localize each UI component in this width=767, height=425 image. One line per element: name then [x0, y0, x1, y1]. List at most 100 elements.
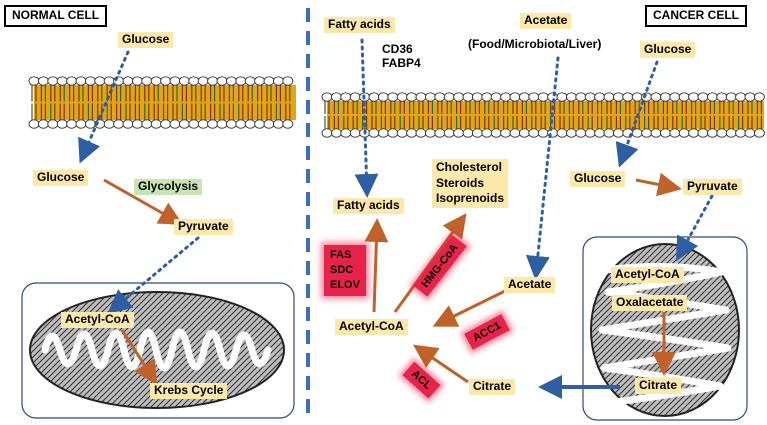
cancer-glucose-outside: Glucose [640, 42, 696, 58]
cancer-membrane-lipid-head [669, 92, 681, 102]
normal-membrane-lipid-head [169, 76, 181, 86]
normal-membrane-lipid-head [178, 76, 190, 86]
normal-membrane-lipid-head [178, 119, 190, 129]
normal-membrane-lipid-head [263, 76, 275, 86]
cancer-membrane-lipid-head [688, 92, 700, 102]
normal-membrane-lipid-head [66, 119, 78, 129]
cancer-membrane-lipid-head [622, 92, 634, 102]
glycolysis-label: Glycolysis [134, 179, 203, 195]
fatty-acids-outside: Fatty acids [324, 17, 395, 33]
normal-membrane-lipid-head [263, 119, 275, 129]
normal-acetyl-coa: Acetyl-CoA [61, 312, 134, 328]
normal-cell-title: NORMAL CELL [4, 5, 108, 27]
cancer-membrane-lipid-head [706, 128, 718, 138]
cancer-membrane-lipid-head [650, 128, 662, 138]
central-citrate: Citrate [469, 379, 516, 395]
cancer-membrane-lipid-head [706, 92, 718, 102]
normal-membrane-lipid-head [47, 76, 59, 86]
citrate-to-acetylcoa-arrow [413, 344, 469, 384]
normal-membrane-lipid-head [160, 119, 172, 129]
cancer-membrane-lipid-head [406, 92, 418, 102]
normal-membrane-lipid-head [141, 76, 153, 86]
krebs-cycle-label: Krebs Cycle [150, 383, 228, 399]
cancer-membrane-lipid-head [462, 92, 474, 102]
normal-membrane-lipid-head [216, 76, 228, 86]
cancer-membrane-lipid-head [612, 92, 624, 102]
cancer-membrane-lipid-head [453, 128, 465, 138]
cancer-membrane-lipid-head [415, 128, 427, 138]
cancer-membrane-lipid-head [377, 128, 389, 138]
cancer-cell-membrane [321, 92, 765, 138]
cancer-membrane-lipid-head [631, 92, 643, 102]
normal-membrane-lipid-head [103, 119, 115, 129]
cancer-glucose-inside: Glucose [570, 171, 626, 187]
cancer-membrane-lipid-head [500, 92, 512, 102]
normal-membrane-lipid-head [37, 76, 49, 86]
normal-membrane-lipid-head [113, 119, 125, 129]
normal-membrane-lipid-head [254, 119, 266, 129]
normal-membrane-lipid-head [235, 76, 247, 86]
cancer-membrane-lipid-head [321, 128, 333, 138]
cancer-membrane-lipid-head [330, 92, 342, 102]
normal-membrane-lipid-head [66, 76, 78, 86]
normal-acetylcoa-to-krebs-arrow [120, 329, 158, 386]
enzyme-fas-sdc-elov: FAS SDC ELOV [324, 245, 366, 296]
cancer-membrane-lipid-head [443, 92, 455, 102]
cancer-membrane-lipid-head [415, 92, 427, 102]
cancer-membrane-lipid-head [340, 128, 352, 138]
cancer-membrane-lipid-head [387, 128, 399, 138]
cancer-membrane-lipid-head [537, 128, 549, 138]
cancer-membrane-lipid-head [659, 128, 671, 138]
cancer-membrane-lipid-head [688, 128, 700, 138]
cancer-membrane-lipid-head [509, 128, 521, 138]
cancer-membrane-lipid-head [368, 92, 380, 102]
normal-membrane-lipid-head [28, 119, 40, 129]
cancer-membrane-lipid-head [377, 92, 389, 102]
acetylcoa-to-fatty-acids-arrow [364, 218, 389, 313]
acetate-source: (Food/Microbiota/Liver) [468, 37, 602, 51]
cancer-membrane-lipid-head [443, 128, 455, 138]
cancer-membrane-lipid-head [744, 92, 756, 102]
normal-pyruvate-to-mito-arrow [107, 236, 200, 314]
cancer-membrane-lipid-head [575, 92, 587, 102]
mito-oxalacetate: Oxalacetate [612, 295, 688, 311]
normal-membrane-lipid-head [244, 119, 256, 129]
cancer-membrane-lipid-head [716, 128, 728, 138]
cancer-glucose-to-pyruvate-arrow [635, 172, 682, 197]
cancer-pyruvate-to-mito-arrow [676, 194, 714, 262]
normal-membrane-lipid-head [141, 119, 153, 129]
cancer-membrane-lipid-head [603, 92, 615, 102]
normal-membrane-lipid-head [216, 119, 228, 129]
cancer-membrane-lipid-head [594, 92, 606, 102]
normal-membrane-lipid-head [282, 76, 294, 86]
normal-membrane-lipid-head [225, 119, 237, 129]
cancer-membrane-lipid-head [528, 128, 540, 138]
cancer-membrane-lipid-head [518, 128, 530, 138]
cancer-membrane-lipid-head [500, 128, 512, 138]
normal-cristae [41, 328, 272, 372]
cancer-membrane-lipid-head [368, 128, 380, 138]
cancer-membrane-lipid-head [556, 128, 568, 138]
cancer-membrane-lipid-head [387, 92, 399, 102]
normal-membrane-lipid-head [197, 119, 209, 129]
cancer-membrane-lipid-head [744, 128, 756, 138]
cancer-membrane-lipid-head [650, 92, 662, 102]
cancer-membrane-lipid-head [537, 92, 549, 102]
cancer-membrane-lipid-head [349, 92, 361, 102]
cancer-membrane-lipid-head [594, 128, 606, 138]
cancer-membrane-lipid-head [321, 92, 333, 102]
cancer-cell-title: CANCER CELL [645, 5, 747, 27]
normal-membrane-lipid-head [207, 119, 219, 129]
cancer-membrane-lipid-head [735, 128, 747, 138]
cancer-membrane-lipid-head [584, 128, 596, 138]
acetate-inside: Acetate [504, 277, 556, 293]
cancer-membrane-lipid-head [490, 92, 502, 102]
normal-glucose-outside: Glucose [118, 32, 174, 48]
cancer-membrane-lipid-head [481, 92, 493, 102]
fatty-acids-inside: Fatty acids [333, 198, 404, 214]
cancer-membrane-lipid-head [330, 128, 342, 138]
cancer-membrane-lipid-head [753, 92, 765, 102]
cancer-membrane-lipid-head [603, 128, 615, 138]
central-acetyl-coa: Acetyl-CoA [335, 319, 408, 335]
